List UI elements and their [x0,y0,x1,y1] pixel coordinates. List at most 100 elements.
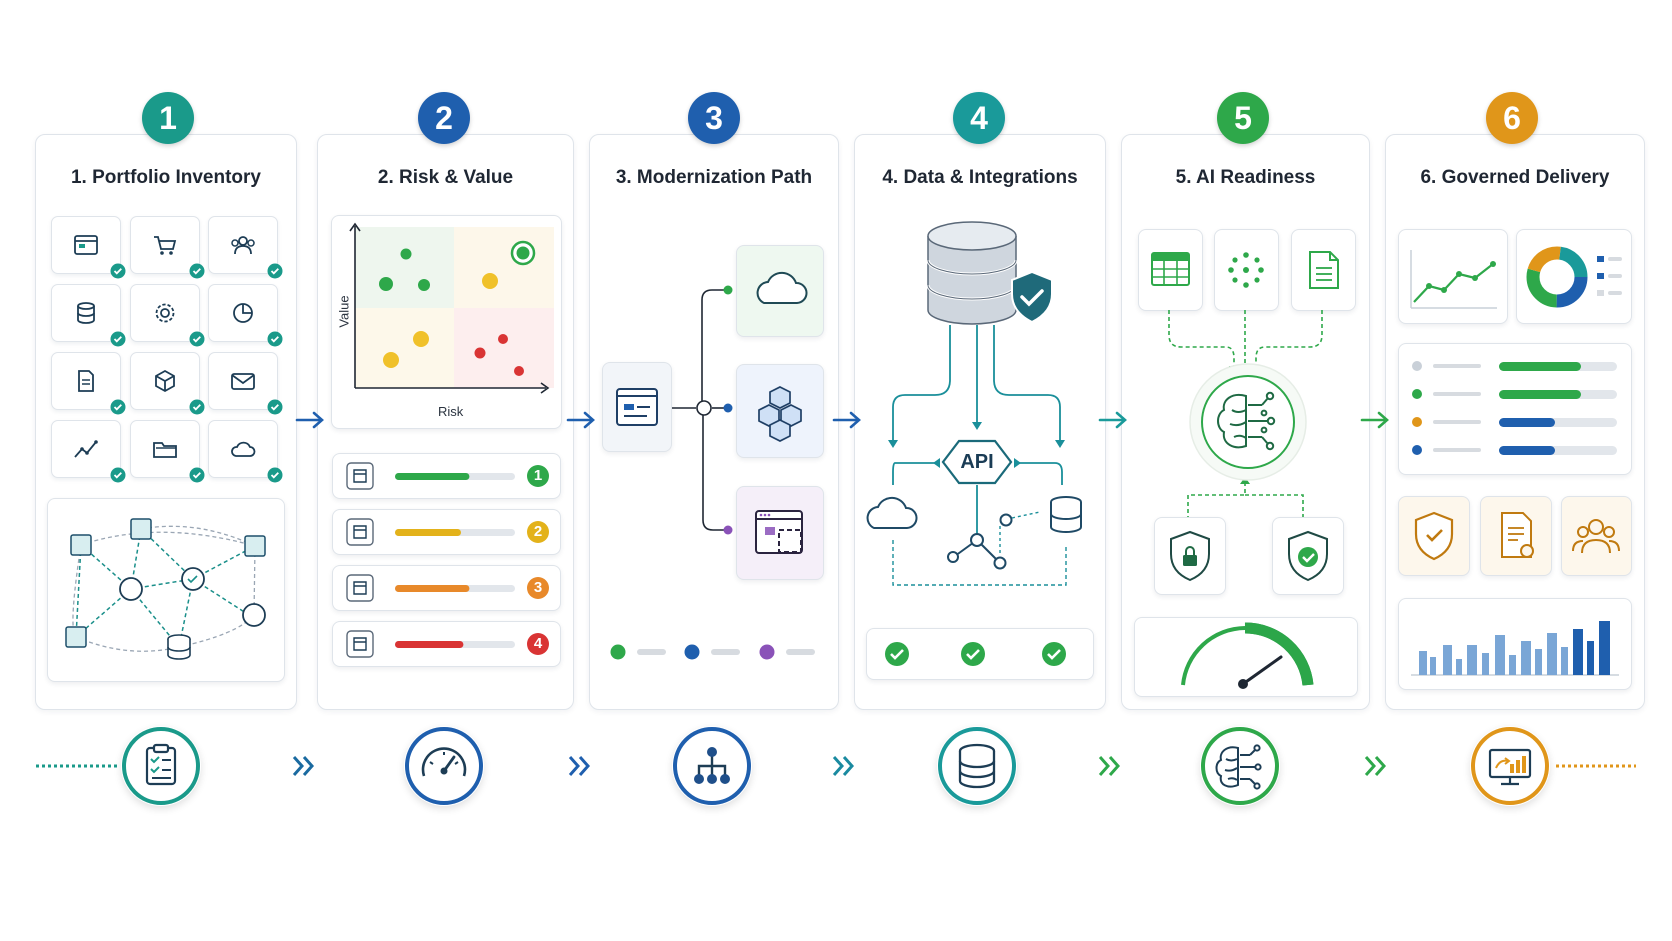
progress-list [1412,361,1617,455]
timeline-step-2 [404,726,484,806]
cloud-icon [231,441,256,457]
users-icon [231,236,255,255]
inventory-tile [51,216,126,279]
line-chart-icon [74,440,98,458]
table-icon [1151,252,1190,286]
check-icon [267,331,283,347]
panel-title: 1. Portfolio Inventory [70,167,262,188]
app-icon [346,574,374,602]
check-icon [267,399,283,415]
priority-row: 1 [332,453,561,499]
api-hub-label: API [960,451,994,473]
browser-icon [74,235,98,255]
readiness-gauge-card [1134,617,1358,697]
line-chart-icon [1410,250,1497,309]
priority-rank-badge [527,521,549,543]
brain-icon [1201,727,1279,805]
step-number-badge: 3 [688,92,740,144]
progress-list-card [1398,343,1632,475]
donut-chart-card [1516,229,1632,324]
inventory-tile [208,352,283,415]
microservices-target-card [736,364,824,458]
check-icon [189,263,205,279]
cart-icon [154,236,177,255]
trend-chart-card [1398,229,1508,324]
panel-title: 3. Modernization Path [615,167,813,188]
cube-icon [155,369,175,393]
step-number-badge: 5 [1217,92,1269,144]
timeline-step-6 [1470,726,1550,806]
hierarchy-icon [673,727,751,805]
gauge-icon [1181,622,1314,689]
check-icon [267,263,283,279]
check-icon [110,467,126,483]
priority-rank-badge [527,465,549,487]
app-icon [346,630,374,658]
legacy-application-card [602,362,672,452]
shield-check-icon [1288,530,1328,582]
table-data-card [1138,229,1203,311]
bar-chart-card [1398,598,1632,690]
inventory-tile [51,420,126,483]
priority-rank-label: 3 [533,579,543,596]
timeline-step-3 [672,726,752,806]
priority-row: 4 [332,621,561,667]
panel-title: 4. Data & Integrations [882,167,1078,188]
gear-icon [155,303,175,323]
panel-title: 5. AI Readiness [1175,167,1316,188]
certificate-icon [1501,512,1534,558]
priority-rank-badge [527,577,549,599]
speedometer-icon [405,727,483,805]
inventory-tile [130,420,205,483]
panel-title: 2. Risk & Value [377,167,514,188]
cloud-icon [756,271,808,304]
check-icon [189,331,205,347]
app-icon [346,518,374,546]
inventory-tile [51,284,126,347]
compliance-card [1272,517,1344,595]
check-row [885,642,1066,666]
team-card [1561,496,1632,576]
priority-rank-label: 1 [533,467,543,484]
database-icon [938,727,1016,805]
step-number-badge: 4 [953,92,1005,144]
database-icon [77,302,95,324]
priority-row: 3 [332,565,561,611]
bar-chart-icon [1411,621,1619,676]
timeline-step-1 [121,726,201,806]
inventory-tile [130,352,205,415]
check-icon [189,467,205,483]
priority-bar-fill [395,529,461,536]
users-icon [1572,519,1620,554]
timeline-step-4 [937,726,1017,806]
mail-icon [231,373,255,390]
priority-row: 2 [332,509,561,555]
risk-value-matrix [349,222,554,394]
document-data-card [1291,229,1356,311]
check-icon [110,399,126,415]
priority-bar-fill [395,473,470,480]
priority-rank-label: 2 [533,523,543,540]
panel-data-integrations: 4. Data & Integrations [854,134,1106,710]
document-icon [1309,251,1339,289]
shield-check-icon [1414,511,1454,561]
step-number-badge: 2 [418,92,470,144]
risk-value-matrix-card: Risk Value [331,215,562,429]
shield-lock-icon [1170,530,1210,582]
inventory-tile [130,284,205,347]
priority-row-graphic [346,518,549,546]
clipboard-checklist-icon [122,727,200,805]
inventory-tile [130,216,205,279]
monitor-chart-icon [1471,727,1549,805]
policy-card [1398,496,1470,576]
priority-rank-badge [527,633,549,655]
priority-bar-fill [395,585,470,592]
saas-target-card [736,486,824,580]
priority-row-graphic [346,574,549,602]
timeline-step-5 [1200,726,1280,806]
matrix-x-axis-label: Risk [438,404,464,419]
window-dashed-icon [755,510,803,554]
pie-chart-icon [233,303,253,323]
step-number-badge: 6 [1486,92,1538,144]
